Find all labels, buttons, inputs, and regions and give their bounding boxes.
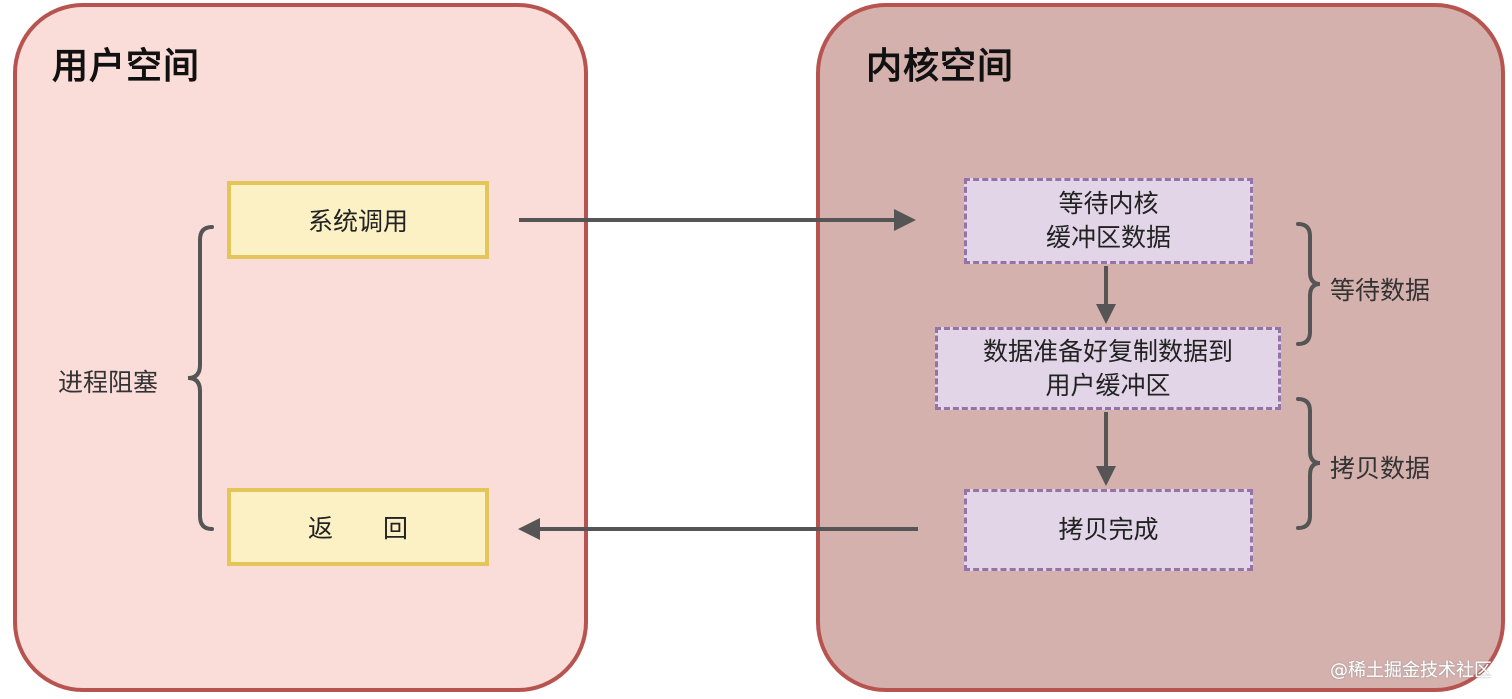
ready-box-line1: 数据准备好复制数据到 [982, 336, 1233, 366]
waiting-data-brace [1296, 222, 1321, 346]
waiting-data-label: 等待数据 [1330, 276, 1431, 305]
ready-box-line2: 用户缓冲区 [1045, 370, 1171, 400]
process-blocked-label: 进程阻塞 [58, 368, 159, 397]
wait-kernel-buffer-box: 等待内核 缓冲区数据 [964, 178, 1253, 264]
process-blocked-brace [187, 225, 214, 531]
user-space-panel [13, 3, 588, 692]
copy-complete-box: 拷贝完成 [964, 489, 1253, 571]
copy-data-label: 拷贝数据 [1330, 454, 1431, 483]
wait-box-line1: 等待内核 [1058, 189, 1159, 218]
syscall-arrowhead [894, 209, 916, 231]
user-space-title: 用户空间 [52, 46, 201, 87]
data-ready-copy-box: 数据准备好复制数据到 用户缓冲区 [935, 327, 1281, 410]
kernel-space-title: 内核空间 [866, 46, 1015, 87]
return-arrowhead [518, 518, 540, 540]
copy-data-brace [1296, 397, 1321, 530]
wait-box-line2: 缓冲区数据 [1045, 223, 1171, 252]
return-box: 返 回 [227, 488, 489, 566]
ready-to-done-arrowhead [1096, 466, 1116, 486]
watermark: @稀土掘金技术社区 [1330, 660, 1492, 681]
system-call-box: 系统调用 [227, 181, 489, 259]
wait-to-ready-arrowhead [1096, 304, 1116, 324]
